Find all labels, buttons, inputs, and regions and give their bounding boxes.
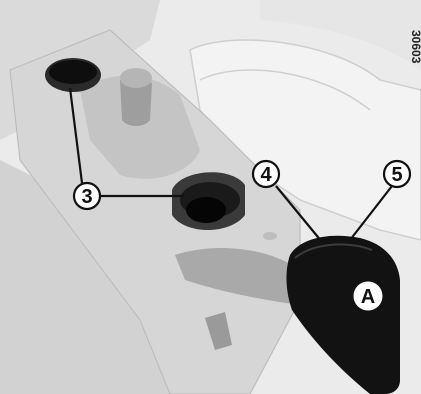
callout-a-label: A	[361, 286, 375, 308]
figure-code-text: 30603	[409, 30, 421, 64]
callout-3: 3	[74, 183, 100, 209]
callout-4: 4	[253, 161, 279, 187]
cup-holder-lower-inner	[186, 197, 226, 223]
callout-a: A	[354, 282, 382, 310]
cup-holder-upper-inner	[49, 60, 97, 84]
gear-knob	[120, 68, 152, 88]
figure-code: 30603	[409, 30, 421, 64]
callout-3-label: 3	[81, 186, 92, 208]
console-slot	[263, 232, 277, 240]
callout-4-label: 4	[260, 164, 272, 186]
callout-5-label: 5	[391, 164, 402, 186]
callout-5: 5	[384, 161, 410, 187]
